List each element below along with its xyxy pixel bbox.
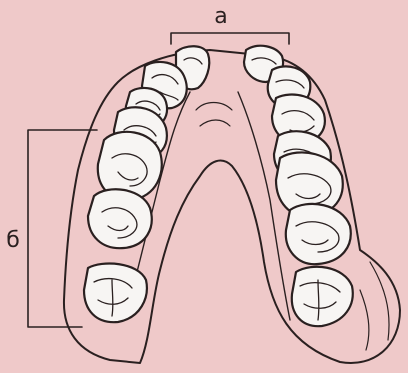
ramus-ridge	[360, 262, 389, 350]
label-a: а	[214, 4, 227, 29]
tooth-right-molar-3	[292, 267, 353, 326]
tooth-left-molar-2	[88, 189, 152, 248]
tooth-right-molar-2	[286, 204, 351, 264]
label-b: б	[6, 228, 20, 253]
tooth-left-molar-3	[84, 264, 147, 323]
bracket-a	[171, 33, 289, 44]
symphysis-ridge	[196, 103, 232, 127]
